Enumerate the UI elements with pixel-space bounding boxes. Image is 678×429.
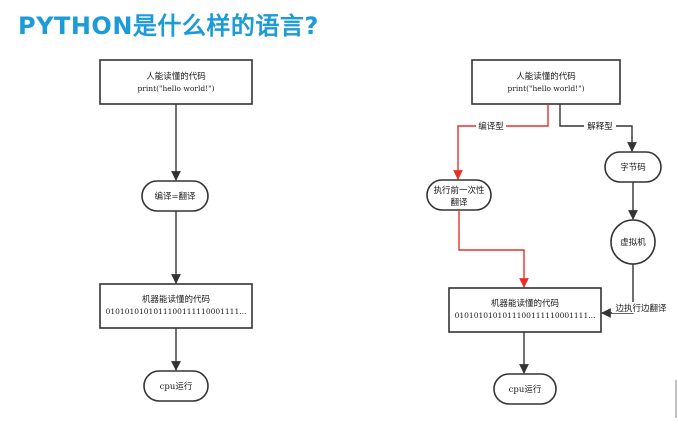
page-title: PYTHON是什么样的语言? — [18, 12, 319, 40]
left-compile-label: 编译=翻译 — [154, 191, 196, 202]
left-cpu-label: cpu运行 — [160, 381, 193, 392]
bytecode-label: 字节码 — [620, 162, 646, 173]
interpreted-label-bg — [584, 120, 616, 132]
left-machine-code-box — [99, 283, 253, 329]
left-machine-code: 0101010101011100111110001111... — [106, 307, 247, 316]
right-source-label: 人能读懂的代码 — [516, 71, 576, 82]
compiled-label-bg — [476, 120, 506, 132]
left-machine-label: 机器能读懂的代码 — [142, 294, 210, 305]
compile-once-line1: 执行前一次性 — [433, 185, 485, 196]
right-compiled-to-machine-arrow — [458, 210, 529, 288]
right-source-code: print("hello world!") — [507, 84, 584, 93]
right-cpu-label: cpu运行 — [509, 384, 542, 395]
left-source-label: 人能读懂的代码 — [146, 71, 206, 82]
right-cpu-node — [493, 373, 557, 405]
interpreted-type-label: 解释型 — [587, 121, 613, 132]
vm-label: 虚拟机 — [620, 237, 646, 248]
exec-translate-label-bg — [612, 302, 670, 313]
compiled-type-label: 编译型 — [478, 121, 504, 132]
right-machine-label: 机器能读懂的代码 — [491, 298, 559, 309]
left-flowchart: 人能读懂的代码 print("hello world!") 编译=翻译 机器能读… — [99, 59, 253, 402]
left-source-code: print("hello world!") — [137, 84, 214, 93]
left-source-code-box — [99, 59, 253, 105]
right-machine-code: 0101010101011100111110001111... — [455, 311, 596, 320]
right-source-code-box — [471, 59, 621, 105]
left-compile-node — [141, 180, 209, 212]
right-compiled-path-arrow — [453, 104, 549, 180]
left-cpu-node — [143, 370, 209, 402]
exec-translate-label: 边执行边翻译 — [615, 303, 667, 314]
compile-once-line2: 翻译 — [450, 198, 468, 208]
right-machine-code-box — [448, 287, 602, 333]
right-flowchart: 人能读懂的代码 print("hello world!") 编译型 执行前一次性… — [426, 59, 670, 405]
